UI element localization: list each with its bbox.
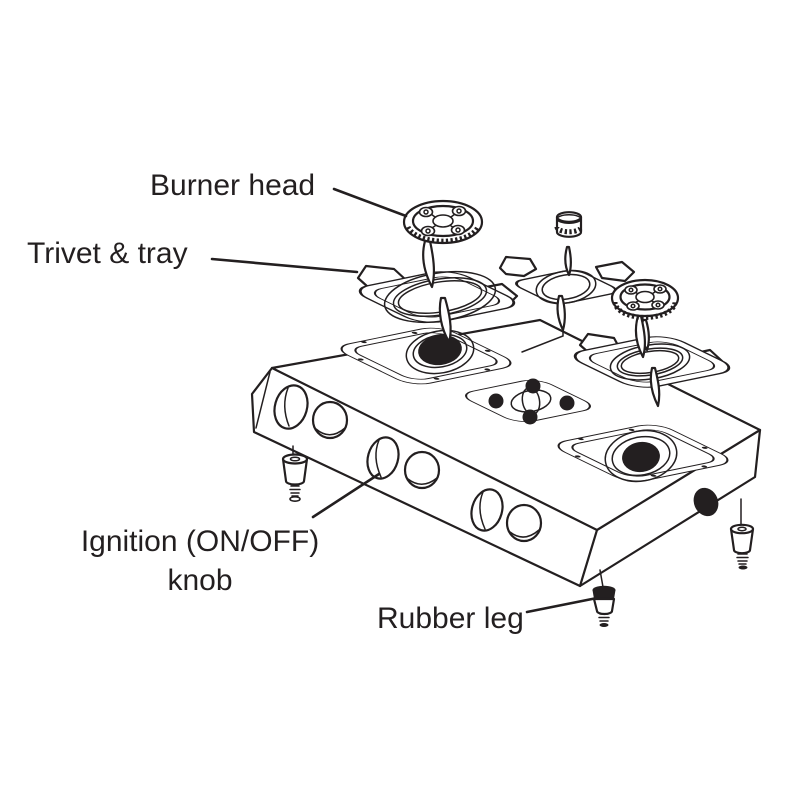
rubber-leg-right <box>729 498 755 570</box>
burner-head-left <box>402 199 484 289</box>
label-ignition-knob-line2: knob <box>167 564 233 597</box>
stove-body <box>250 318 762 588</box>
left-burner-recess <box>340 327 512 385</box>
burner-cap <box>554 211 584 238</box>
burner-head-right <box>610 278 680 359</box>
leader-line-ignition-knob <box>311 472 381 519</box>
rubber-leg-left <box>281 445 309 502</box>
label-ignition-knob-line1: Ignition (ON/OFF) <box>80 525 320 558</box>
leader-line-burner-head <box>332 187 408 218</box>
leader-line-rubber-leg <box>525 596 599 614</box>
leader-line-trivet-tray <box>210 257 359 274</box>
label-burner-head: Burner head <box>150 169 316 202</box>
label-rubber-leg: Rubber leg <box>377 602 524 635</box>
ignition-knob-2 <box>311 400 349 440</box>
pot-support-wing <box>594 260 636 283</box>
pot-support-wing <box>498 255 538 278</box>
ignition-knob-4 <box>403 450 441 490</box>
left-burner-hole <box>418 334 462 366</box>
trivet-tray-left <box>356 264 519 344</box>
middle-trivet <box>498 245 636 332</box>
right-burner-hole <box>622 441 660 473</box>
ignition-knob-5 <box>470 488 504 532</box>
ignition-knob-6 <box>505 503 543 543</box>
ignition-knob-1 <box>273 384 309 430</box>
center-control-panel <box>465 378 591 425</box>
right-burner-recess <box>557 424 729 483</box>
side-hole <box>693 487 719 517</box>
label-trivet-tray: Trivet & tray <box>27 237 188 270</box>
ignition-knob-3 <box>366 436 400 480</box>
rubber-leg-front <box>592 569 616 627</box>
